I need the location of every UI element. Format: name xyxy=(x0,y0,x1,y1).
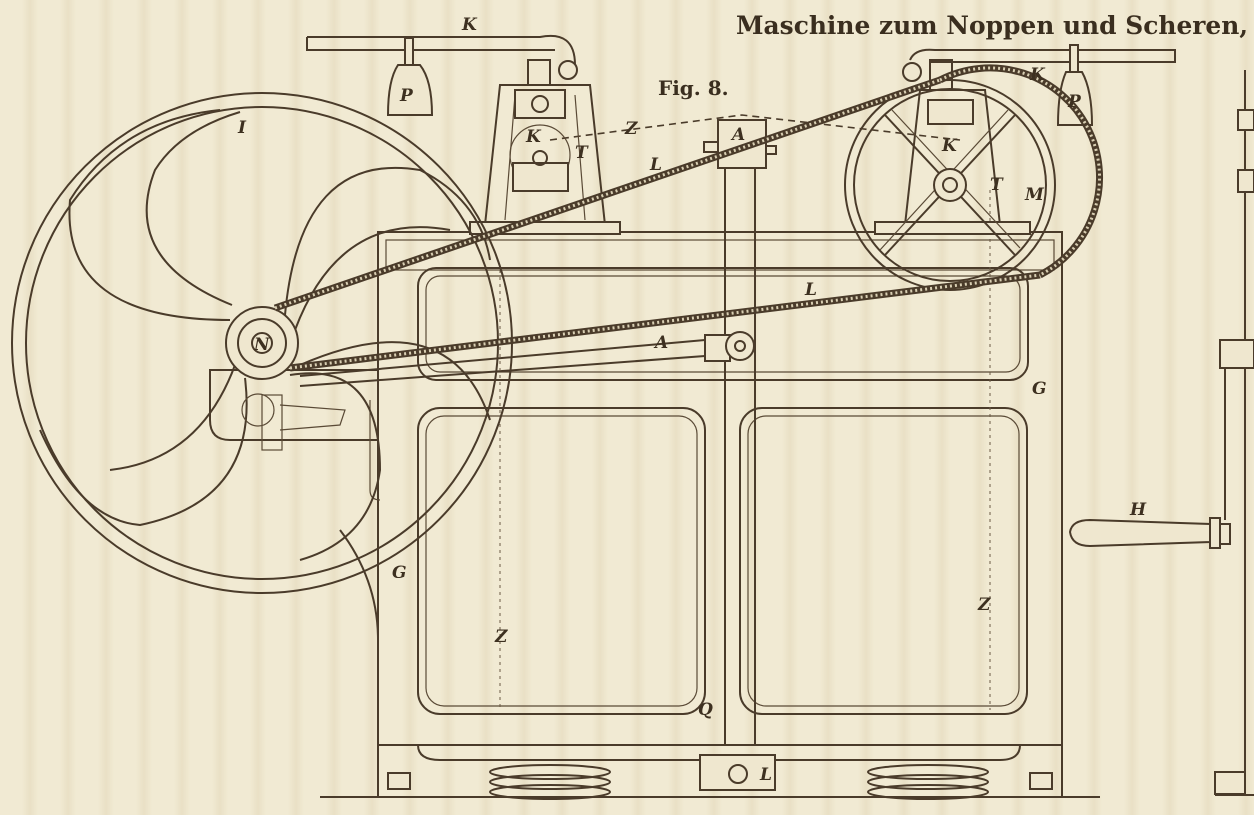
label-cord-top: Z xyxy=(624,119,638,139)
label-handle: H xyxy=(1129,500,1147,520)
label-cord-right: Z xyxy=(977,595,991,615)
label-stand-right: T xyxy=(990,175,1004,195)
stand-left xyxy=(469,59,621,235)
pulley xyxy=(844,79,1056,291)
label-bearing-top: A xyxy=(730,125,745,145)
label-belt-upper: L xyxy=(649,155,662,175)
spring-left xyxy=(489,764,611,800)
label-stand-left: T xyxy=(575,143,589,163)
label-hub: N xyxy=(253,335,271,355)
label-base-bearing: L xyxy=(759,765,772,785)
handle xyxy=(1068,340,1231,549)
drawing-labels: K P I K T Z L A K P K T M N L A G H G Z … xyxy=(237,15,1147,785)
belt xyxy=(273,64,1104,372)
label-cord-left: Z xyxy=(494,627,508,647)
label-rod: A xyxy=(653,333,668,353)
label-lever-left: K xyxy=(461,15,478,35)
label-roller-right: K xyxy=(941,136,958,156)
label-frame-right: G xyxy=(1032,379,1047,399)
lever-left xyxy=(306,34,578,116)
plate-title: Maschine zum Noppen und Scheren, xyxy=(736,11,1248,40)
spring-right xyxy=(867,764,989,800)
figure-label: Fig. 8. xyxy=(658,76,729,100)
label-belt-lower: L xyxy=(804,280,817,300)
label-pulley: M xyxy=(1024,185,1045,205)
lever-right xyxy=(902,44,1176,126)
label-frame-left: G xyxy=(392,563,407,583)
label-roller-left: K xyxy=(525,127,542,147)
machine-frame xyxy=(209,114,1100,800)
crank xyxy=(241,393,346,451)
adjacent-figure xyxy=(1214,70,1254,796)
label-weight-right: P xyxy=(1067,92,1082,112)
label-flywheel: I xyxy=(237,118,247,138)
label-lever-right: K xyxy=(1029,65,1046,85)
label-column-foot: Q xyxy=(698,700,713,720)
label-weight-left: P xyxy=(399,86,414,106)
